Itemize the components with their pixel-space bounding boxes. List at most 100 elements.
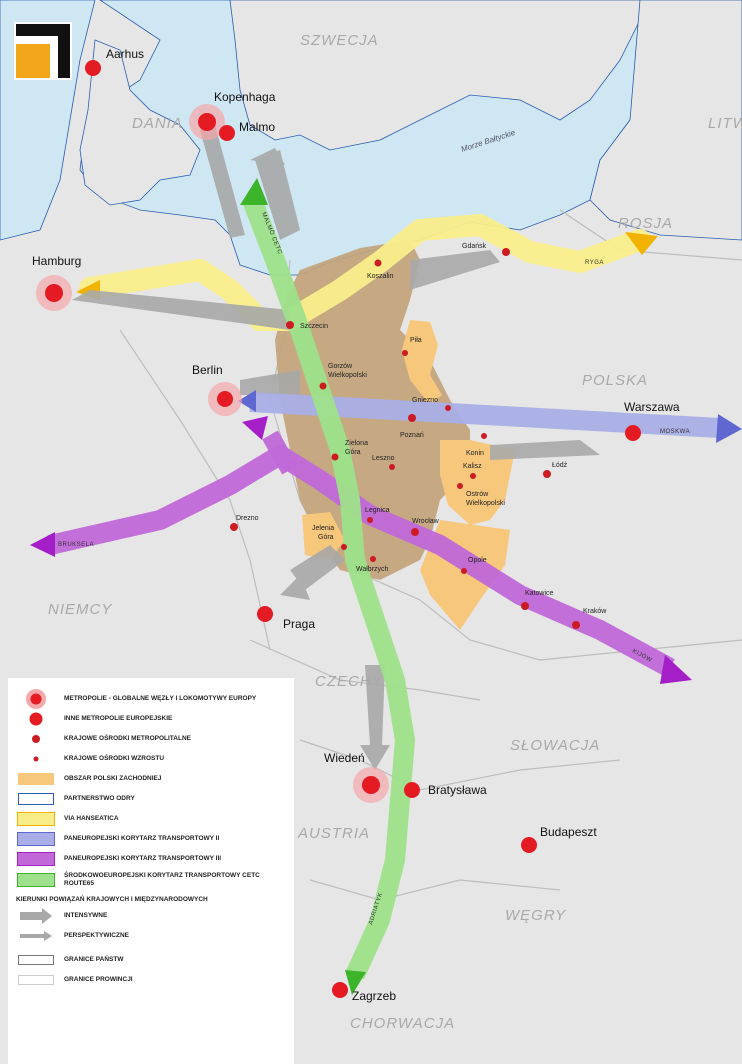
metro-kopenhaga: [198, 113, 216, 131]
label-warszawa: Warszawa: [624, 400, 680, 414]
label-drezno: Drezno: [236, 515, 259, 522]
metro-warszawa: [625, 425, 641, 441]
label-ryga: RYGA: [585, 260, 604, 266]
label-denmark: DANIA: [132, 115, 183, 132]
label-walbrzych: Wałbrzych: [356, 566, 389, 573]
legend-label: Paneuropejski korytarz transportowy III: [64, 855, 222, 862]
label-leszno: Leszno: [372, 455, 395, 462]
label-zagrzeb: Zagrzeb: [352, 989, 396, 1003]
legend-label: Środkowoeuropejski korytarz transportowy…: [64, 872, 260, 887]
label-pila: Piła: [410, 337, 422, 344]
label-zielona-2: Góra: [345, 449, 361, 456]
label-katowice: Katowice: [525, 590, 554, 597]
legend: Metropolie - globalne węzły i lokomotywy…: [8, 678, 294, 1064]
legend-directions-heading: KIERUNKI POWIĄZAŃ KRAJOWYCH I MIĘDZYNARO…: [16, 896, 208, 903]
cetc-arrow-north: [240, 178, 268, 205]
label-bratyslawa: Bratysława: [428, 783, 487, 797]
logo-icon: [14, 22, 72, 80]
label-opole: Opole: [468, 557, 487, 564]
label-poland: POLSKA: [582, 372, 648, 389]
label-hamburg: Hamburg: [32, 254, 81, 268]
denmark-land: [79, 39, 201, 206]
legend-item-obszar-polski: Obszar Polski Zachodniej: [16, 772, 286, 786]
label-koszalin: Koszalin: [367, 273, 394, 280]
corridor-ii-arrow-west: [238, 390, 256, 412]
legend-item-korytarz-ii: Paneuropejski korytarz transportowy II: [16, 832, 286, 846]
label-kalisz: Kalisz: [463, 463, 482, 470]
legend-label: Krajowe ośrodki wzrostu: [64, 755, 165, 762]
zachodnia-zone-jelenia: [302, 512, 345, 560]
legend-item-korytarz-iii: Paneuropejski korytarz transportowy III: [16, 852, 286, 866]
direction-arrows: [72, 125, 600, 770]
label-legnica: Legnica: [365, 507, 390, 514]
legend-item-inne-metropolie: Inne metropolie europejskie: [16, 712, 286, 726]
metro-zagrzeb: [332, 982, 348, 998]
label-wieden: Wiedeń: [324, 751, 365, 765]
label-lodz: Łódź: [552, 462, 568, 469]
corridor-ii-arrow-east: [716, 414, 742, 443]
label-berlin: Berlin: [192, 363, 223, 377]
thin-arrow-icon: [20, 931, 52, 941]
legend-item-krajowe-metropolitalne: Krajowe ośrodki metropolitalne: [16, 732, 286, 746]
label-gorzow-2: Wielkopolski: [328, 372, 367, 379]
label-poznan: Poznań: [400, 432, 424, 439]
label-gorzow: Gorzów: [328, 363, 353, 370]
legend-label: Intensywne: [64, 912, 108, 919]
label-jelenia-2: Góra: [318, 534, 334, 541]
label-gniezno: Gniezno: [412, 397, 438, 404]
metro-hamburg: [45, 284, 63, 302]
label-jelenia: Jelenia: [312, 525, 334, 532]
corridor-iii-arrow-west: [30, 532, 55, 557]
label-wroclaw: Wrocław: [412, 518, 440, 525]
legend-item-krajowe-wzrostu: Krajowe ośrodki wzrostu: [16, 752, 286, 766]
legend-label: Granice państw: [64, 956, 124, 963]
legend-label: Paneuropejski korytarz transportowy II: [64, 835, 220, 842]
label-ostrow-2: Wielkopolski: [466, 500, 505, 507]
label-zielona: Zielona: [345, 440, 368, 447]
label-szczecin: Szczecin: [300, 323, 328, 330]
label-sweden: SZWECJA: [300, 32, 379, 49]
label-germany: NIEMCY: [48, 601, 112, 618]
label-konin: Konin: [466, 450, 484, 457]
label-austria: AUSTRIA: [297, 825, 370, 842]
corridor-iii-arrow-north: [242, 416, 268, 440]
via-hanseatica: [79, 214, 651, 331]
metro-aarhus: [85, 60, 101, 76]
cities: [230, 248, 580, 629]
metro-praga: [257, 606, 273, 622]
label-hungary: WĘGRY: [505, 907, 566, 924]
label-praga: Praga: [283, 617, 315, 631]
legend-item-granice-panstw: Granice państw: [16, 953, 286, 967]
zachodnia-zone-pila: [402, 320, 442, 405]
legend-item-granice-prowincji: Granice prowincji: [16, 973, 286, 987]
legend-label: Metropolie - globalne węzły i lokomotywy…: [64, 695, 257, 702]
label-lithuania: LITW: [708, 115, 742, 132]
legend-item-cetc: Środkowoeuropejski korytarz transportowy…: [16, 872, 286, 888]
cetc-arrow-south: [345, 970, 366, 995]
legend-label: Krajowe ośrodki metropolitalne: [64, 735, 191, 742]
legend-item-via-hanseatica: Via Hanseatica: [16, 812, 286, 826]
zachodnia-zone-kalisz: [440, 440, 515, 525]
legend-item-perspektywiczne: Perspektywiczne: [16, 929, 286, 943]
metro-budapeszt: [521, 837, 537, 853]
legend-label: Obszar Polski Zachodniej: [64, 775, 162, 782]
thick-arrow-icon: [20, 908, 52, 924]
legend-label: Via Hanseatica: [64, 815, 119, 822]
legend-item-metropolie-globalne: Metropolie - globalne węzły i lokomotywy…: [16, 689, 286, 709]
legend-label: Partnerstwo Odry: [64, 795, 135, 802]
legend-label: Perspektywiczne: [64, 932, 130, 939]
corridor-iii-arrow-east: [660, 655, 692, 684]
label-krakow: Kraków: [583, 608, 607, 615]
metro-berlin: [217, 391, 233, 407]
east-coast: [589, 0, 742, 241]
legend-item-partnerstwo-odry: Partnerstwo Odry: [16, 792, 286, 806]
cetc-corridor: [242, 196, 415, 980]
label-croatia: CHORWACJA: [350, 1015, 455, 1032]
label-aarhus: Aarhus: [106, 47, 144, 61]
metro-malmo: [219, 125, 235, 141]
label-gdansk: Gdańsk: [462, 243, 487, 250]
legend-item-intensywne: Intensywne: [16, 908, 286, 924]
label-ostrow: Ostrów: [466, 491, 489, 498]
label-moskwa: MOSKWA: [660, 429, 690, 435]
legend-label: Granice prowincji: [64, 976, 133, 983]
